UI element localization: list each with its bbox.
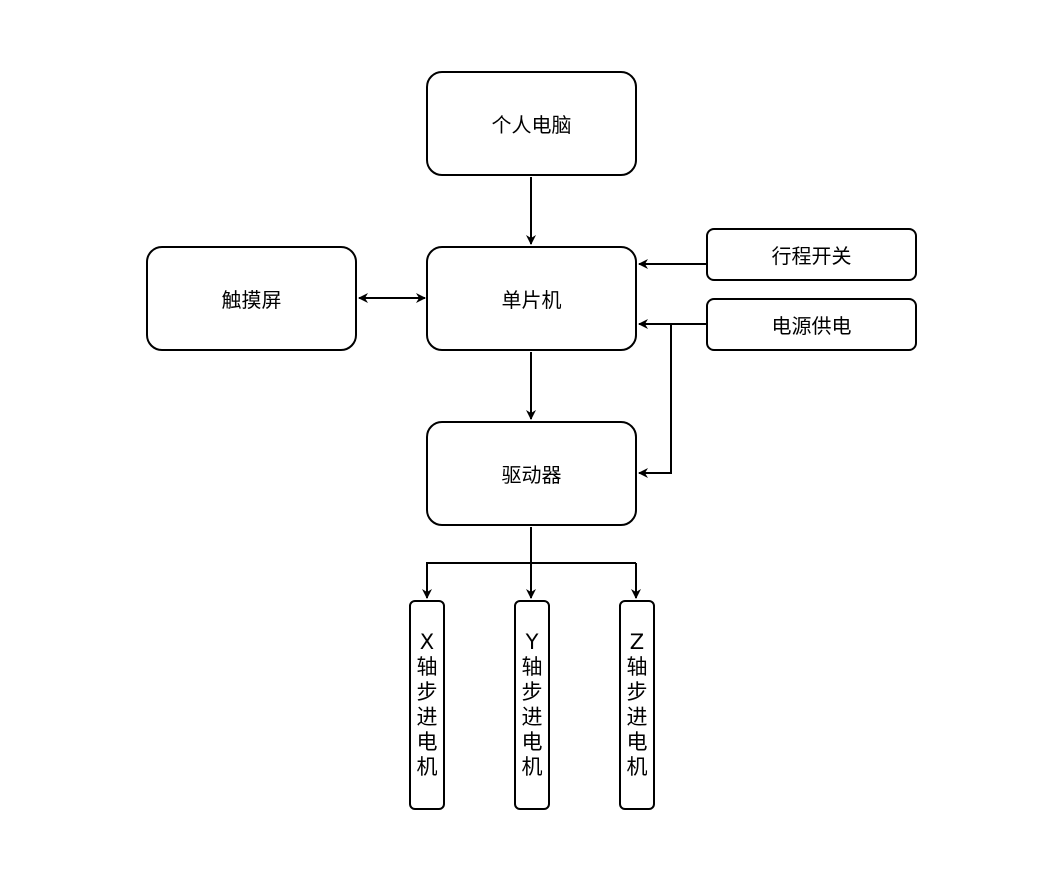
node-pc: 个人电脑 — [426, 71, 637, 176]
motor-label-char: 步 — [416, 680, 438, 704]
motor-label-char: Y — [525, 630, 539, 654]
motor-label-char: 电 — [626, 730, 648, 754]
motor-label-char: 机 — [416, 755, 438, 779]
node-limit-switch: 行程开关 — [706, 228, 917, 281]
motor-label-char: 机 — [626, 755, 648, 779]
motor-label-char: 机 — [521, 755, 543, 779]
node-limit-switch-label: 行程开关 — [771, 244, 852, 268]
motor-label-char: 电 — [416, 730, 438, 754]
motor-label-char: 轴 — [416, 655, 438, 679]
node-driver-label: 驱动器 — [501, 463, 562, 487]
motor-label-char: 电 — [521, 730, 543, 754]
node-mcu-label: 单片机 — [501, 288, 562, 312]
motor-label-char: 步 — [521, 680, 543, 704]
motor-label-char: 进 — [416, 705, 438, 729]
motor-label-char: Z — [629, 630, 645, 654]
motor-label-char: X — [419, 630, 435, 654]
motor-label-char: 轴 — [521, 655, 543, 679]
motor-label-char: 步 — [626, 680, 648, 704]
node-driver: 驱动器 — [426, 421, 637, 526]
node-pc-label: 个人电脑 — [491, 113, 572, 137]
node-touch-screen-label: 触摸屏 — [221, 288, 282, 312]
node-touch-screen: 触摸屏 — [146, 246, 357, 351]
node-mcu: 单片机 — [426, 246, 637, 351]
node-power-supply-label: 电源供电 — [771, 314, 852, 338]
motor-label-char: 轴 — [626, 655, 648, 679]
edge-power-to-driver — [638, 324, 672, 478]
node-power-supply: 电源供电 — [706, 298, 917, 351]
motor-label-char: 进 — [521, 705, 543, 729]
motor-label-char: 进 — [626, 705, 648, 729]
